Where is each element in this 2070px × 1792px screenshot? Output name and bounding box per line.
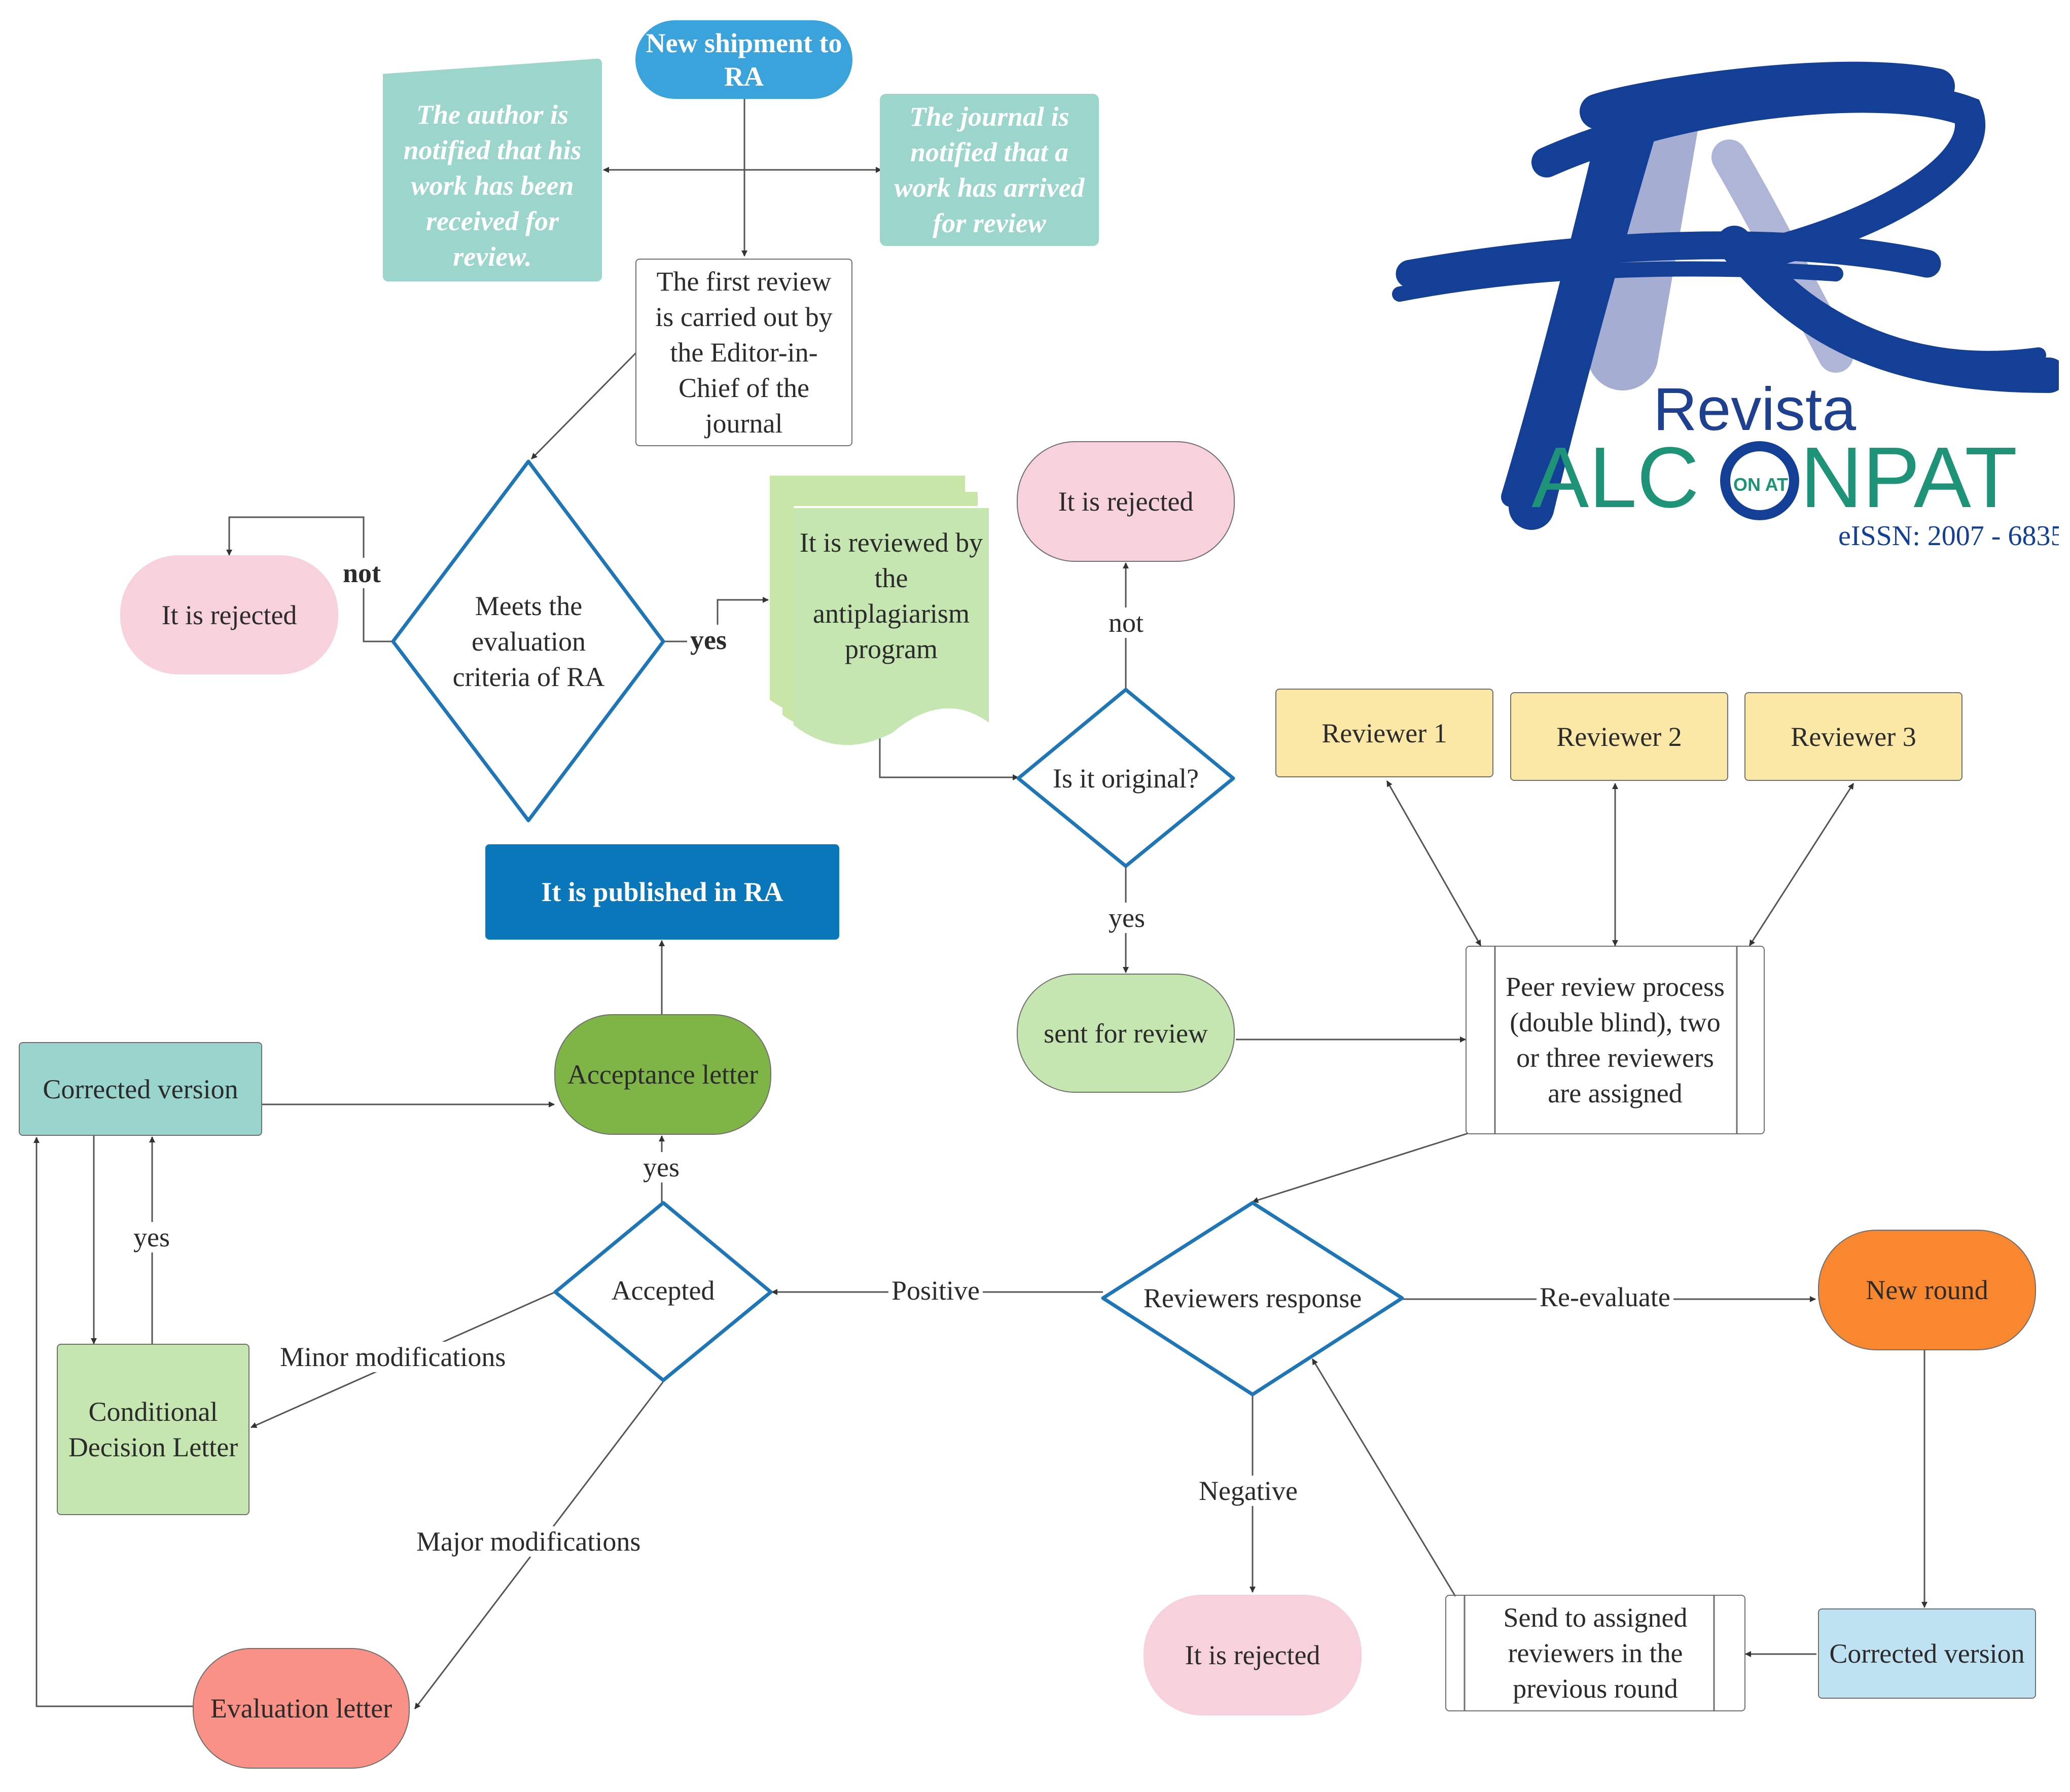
edge-peer-to-response — [1252, 1132, 1469, 1203]
node-corrected-version-left: Corrected version — [19, 1042, 262, 1136]
edge-label-positive: Positive — [888, 1275, 983, 1306]
node-rejected-1-label: It is rejected — [161, 599, 297, 630]
edge-label-minor: Minor modifications — [277, 1342, 509, 1372]
node-reviewer-1: Reviewer 1 — [1275, 689, 1493, 777]
node-send-assigned-label: Send to assigned reviewers in the previo… — [1503, 1602, 1688, 1704]
node-sent-for-review: sent for review — [1017, 974, 1235, 1093]
edge-evaluation-to-corrected — [33, 1137, 195, 1707]
node-new-shipment: New shipment to RA — [635, 20, 852, 99]
node-conditional-letter: Conditional Decision Letter — [57, 1344, 249, 1515]
node-author-notified: The author is notified that his work has… — [383, 58, 602, 281]
node-author-notified-label: The author is notified that his work has… — [403, 99, 582, 272]
antiplagiarism-document-stack — [770, 476, 989, 745]
edge-first-review-to-criteria — [530, 351, 637, 460]
edge-label-yes-corrected: yes — [130, 1222, 173, 1252]
node-rejected-3: It is rejected — [1144, 1595, 1362, 1715]
node-rejected-2: It is rejected — [1017, 441, 1235, 562]
node-acceptance-letter: Acceptance letter — [554, 1014, 771, 1135]
node-corrected-version-right: Corrected version — [1818, 1608, 2036, 1699]
node-reviewer-1-label: Reviewer 1 — [1322, 718, 1447, 748]
edge-label-yes-accept: yes — [640, 1152, 683, 1182]
node-new-round-label: New round — [1866, 1275, 1988, 1305]
node-reviewer-2: Reviewer 2 — [1510, 692, 1728, 781]
node-corrected-version-left-label: Corrected version — [43, 1073, 238, 1104]
edge-label-major: Major modifications — [413, 1526, 644, 1557]
edge-label-not-2: not — [1105, 607, 1147, 638]
diamond-is-original — [1016, 688, 1235, 868]
node-evaluation-letter-label: Evaluation letter — [210, 1693, 392, 1724]
edge-label-not-1: not — [340, 558, 384, 588]
edge-criteria-not — [226, 516, 393, 642]
logo-issn: eISSN: 2007 - 6835 — [1838, 520, 2059, 548]
node-rejected-3-label: It is rejected — [1185, 1640, 1320, 1670]
logo-name-right: NPAT — [1800, 429, 2017, 526]
diamond-accepted — [553, 1201, 773, 1382]
node-conditional-letter-label: Conditional Decision Letter — [68, 1396, 238, 1462]
edge-antiplag-to-original — [879, 718, 1019, 780]
edge-send-to-response — [1311, 1358, 1456, 1597]
node-peer-review-label: Peer review process (double blind), two … — [1506, 972, 1725, 1108]
edge-label-negative: Negative — [1196, 1476, 1301, 1506]
node-sent-for-review-label: sent for review — [1044, 1018, 1208, 1049]
node-rejected-1: It is rejected — [120, 555, 338, 674]
node-reviewer-3: Reviewer 3 — [1744, 692, 1962, 781]
edge-label-yes-1: yes — [687, 625, 730, 655]
logo-word-revista: Revista — [1653, 375, 1856, 443]
node-new-shipment-label: New shipment to RA — [646, 27, 842, 92]
logo-badge: ON AT — [1720, 441, 1799, 520]
node-acceptance-letter-label: Acceptance letter — [567, 1059, 759, 1090]
node-first-review: The first review is carried out by the E… — [635, 259, 852, 446]
node-published-label: It is published in RA — [541, 877, 783, 907]
alconpat-logo: Revista ALC ON AT NPAT eISSN: 2007 - 683… — [1392, 61, 2059, 548]
diamond-meets-criteria — [391, 459, 665, 822]
node-evaluation-letter: Evaluation letter — [193, 1648, 410, 1769]
node-first-review-label: The first review is carried out by the E… — [655, 266, 833, 439]
node-reviewer-2-label: Reviewer 2 — [1556, 721, 1682, 752]
node-journal-notified-label: The journal is notified that a work has … — [894, 101, 1085, 238]
edge-reviewer3 — [1748, 783, 1854, 946]
node-journal-notified: The journal is notified that a work has … — [880, 94, 1099, 246]
logo-r-mark — [1392, 61, 2059, 530]
diamond-reviewers-response — [1101, 1201, 1404, 1396]
logo-badge-text: ON AT — [1733, 474, 1788, 495]
edge-label-yes-2: yes — [1105, 903, 1148, 933]
edge-reviewer1 — [1386, 780, 1482, 946]
node-send-assigned: Send to assigned reviewers in the previo… — [1445, 1595, 1745, 1711]
node-published: It is published in RA — [485, 844, 839, 940]
node-rejected-2-label: It is rejected — [1058, 486, 1194, 517]
node-peer-review: Peer review process (double blind), two … — [1466, 946, 1765, 1134]
edge-label-reevaluate: Re-evaluate — [1537, 1282, 1673, 1312]
node-reviewer-3-label: Reviewer 3 — [1791, 721, 1916, 752]
node-corrected-version-right-label: Corrected version — [1829, 1638, 2025, 1669]
node-new-round: New round — [1818, 1230, 2036, 1350]
logo-name-left: ALC — [1531, 429, 1699, 526]
